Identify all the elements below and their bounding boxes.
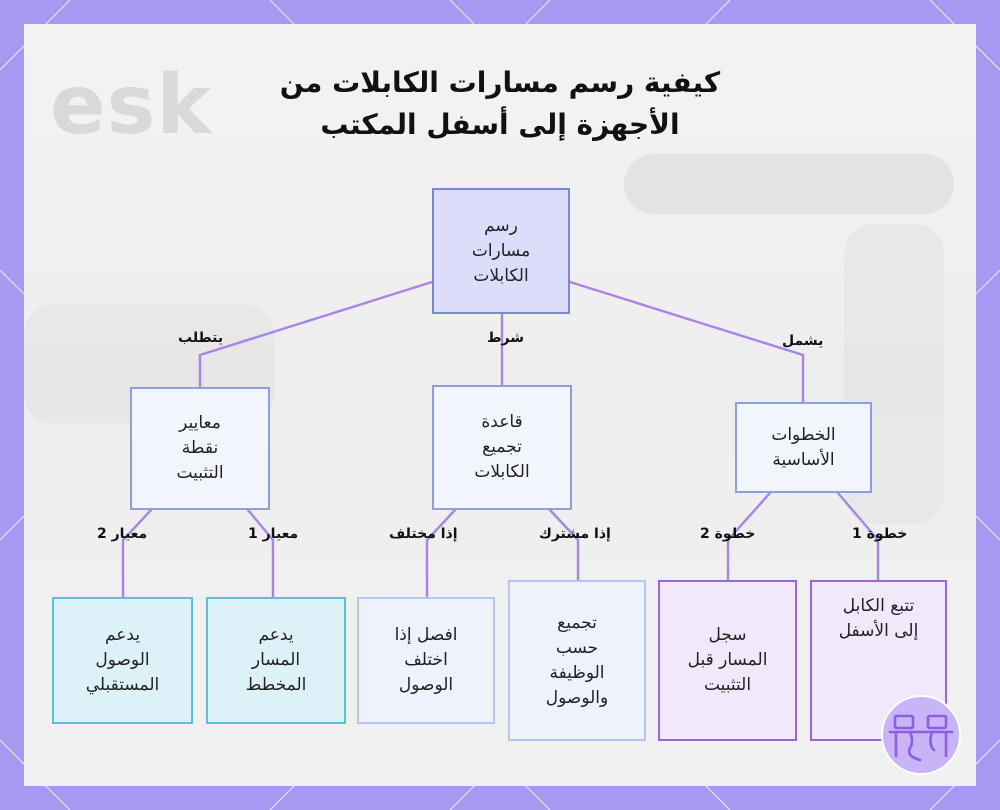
node-text: مسارات (471, 240, 531, 261)
edge-rule-separate (425, 508, 457, 599)
node-record-path: سجل المسار قبل التثبيت (658, 580, 797, 741)
node-basic-steps: الخطوات الأساسية (735, 402, 872, 493)
node-text: تجميع (557, 612, 597, 633)
node-text: تجميع (482, 437, 522, 457)
edge-label-if-shared: إذا مشترك (539, 526, 611, 542)
node-group-by-function: تجميع حسب الوظيفة والوصول (508, 580, 646, 741)
node-text: افصل إذا (394, 625, 458, 645)
node-bundling-rule: قاعدة تجميع الكابلات (432, 385, 572, 510)
node-text: اختلف (404, 650, 448, 670)
node-text: والوصول (545, 687, 609, 708)
title-line: الأجهزة إلى أسفل المكتب (320, 108, 680, 141)
node-planned-path: يدعم المسار المخطط (206, 597, 346, 724)
background-watermark-text: esk (50, 58, 212, 153)
node-text: قاعدة (481, 412, 523, 432)
background-blur-shape (624, 154, 954, 214)
node-cable-path-drawing: رسم مسارات الكابلات (432, 188, 570, 314)
node-text: نقطة (181, 438, 219, 458)
node-text: إلى الأسفل (838, 621, 919, 641)
node-text: الوصول (95, 650, 150, 670)
node-text: الوظيفة (549, 662, 605, 683)
edge-label-step1: خطوة 1 (852, 526, 908, 542)
edge-root-steps (568, 280, 805, 404)
node-text: رسم (484, 215, 518, 236)
edge-label-if-different: إذا مختلف (389, 526, 458, 542)
node-text: التثبيت (176, 463, 224, 483)
node-text: معايير (179, 413, 221, 433)
node-text: المسار (251, 650, 301, 670)
node-text: الخطوات (771, 424, 836, 445)
page-title: كيفية رسم مسارات الكابلات من الأجهزة إلى… (200, 62, 800, 146)
edge-root-criteria (198, 280, 434, 389)
node-mounting-criteria: معايير نقطة التثبيت (130, 387, 270, 510)
node-text: يدعم (104, 625, 141, 645)
edge-steps-record (726, 491, 772, 582)
node-text: الكابلات (474, 462, 530, 482)
node-text: المخطط (245, 675, 307, 695)
edge-criteria-planned (246, 508, 275, 599)
desk-cable-icon (881, 695, 961, 775)
node-text: يدعم (258, 625, 294, 645)
node-text: الكابلات (473, 265, 529, 286)
edge-steps-trace (836, 491, 880, 582)
node-separate-if-different: افصل إذا اختلف الوصول (357, 597, 495, 724)
node-text: حسب (555, 637, 599, 658)
edge-label-criterion2: معيار 2 (97, 526, 148, 542)
edge-rule-group (548, 508, 580, 582)
node-text: المسار قبل (687, 650, 768, 670)
edge-label-includes: يشمل (782, 333, 824, 349)
edge-label-condition: شرط (487, 330, 525, 346)
node-text: التثبيت (703, 675, 752, 695)
edge-criteria-future (121, 508, 153, 599)
node-text: تتبع الكابل (842, 596, 915, 616)
edge-label-criterion1: معيار 1 (248, 526, 299, 542)
node-future-access: يدعم الوصول المستقبلي (52, 597, 193, 724)
node-text: الوصول (398, 675, 454, 695)
edge-label-requires: يتطلب (178, 330, 224, 346)
node-trace-cable: تتبع الكابل إلى الأسفل (810, 580, 947, 741)
node-text: المستقبلي (85, 675, 160, 695)
edge-label-step2: خطوة 2 (700, 526, 756, 542)
node-text: الأساسية (772, 449, 835, 470)
title-line: كيفية رسم مسارات الكابلات من (279, 66, 721, 99)
node-text: سجل (708, 625, 747, 645)
